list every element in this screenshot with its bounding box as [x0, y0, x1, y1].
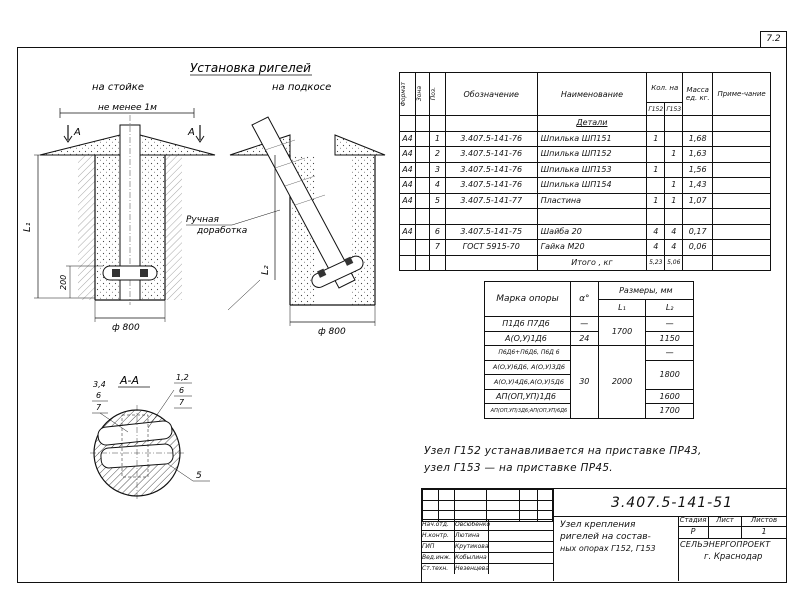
label-diameter-left: ф 800 — [112, 323, 140, 333]
organization-city: г. Краснодар — [704, 552, 763, 562]
title-block-divider — [553, 489, 554, 581]
callout-6-left: 6 — [96, 391, 101, 400]
header-mark: Марка опоры — [484, 281, 571, 317]
label-on-brace: на подкосе — [272, 82, 331, 93]
title-block-grid — [422, 489, 553, 522]
role: Нач.отд. — [422, 520, 455, 530]
sheets-value: 1 — [761, 527, 767, 536]
callout-12: 1,2 — [176, 373, 189, 382]
dimensions-table: Марка опоры α° Размеры, мм L₁ L₂ П1Д6 П7… — [484, 281, 695, 419]
role: ГИП — [422, 542, 455, 552]
callout-5: 5 — [196, 471, 202, 481]
person-name: Овсюбенко — [455, 520, 491, 530]
header-stage: Стадия — [678, 516, 709, 526]
label-on-post: на стойке — [92, 82, 144, 93]
doc-title-3: ных опорах Г152, Г153 — [560, 544, 656, 553]
title-block: Нач.отд. Овсюбенко Н.контр. Лютина ГИП К… — [421, 488, 787, 583]
header-format: Формат — [399, 72, 416, 116]
table-row: П6Д6+П6Д6, П6Д 6 30 2000 — — [484, 345, 694, 419]
callout-7-right: 7 — [179, 398, 185, 407]
person-name: Крутикова — [455, 542, 489, 552]
header-pos: Поз. — [428, 72, 446, 116]
header-qty: Кол. на — [646, 72, 684, 103]
label-200: 200 — [59, 275, 68, 290]
note-line-1: Узел Г152 устанавливается на приставке П… — [424, 445, 702, 457]
person-name: Кобылина — [455, 553, 489, 563]
header-mass: Масса ед. кг. — [682, 72, 714, 116]
note-line-2: узел Г153 — на приставке ПР45. — [424, 462, 613, 474]
dim-min-length: не менее 1м — [98, 103, 157, 113]
table-row: А(О,У)1Д6 24 1150 — [484, 330, 694, 346]
stage-grid: Стадия Лист Листов Р 1 — [678, 516, 786, 539]
header-qty-g153: Г153 — [664, 102, 684, 116]
doc-title-2: ригелей на состав- — [560, 532, 651, 542]
role: Ст.техн. — [422, 564, 455, 574]
section-row: Детали — [399, 115, 771, 132]
person-name: Незенцева — [455, 564, 489, 574]
doc-title-1: Узел крепления — [560, 520, 636, 530]
section-details: Детали — [536, 115, 648, 132]
role: Вед.инж. — [422, 553, 455, 563]
label-l2: L₂ — [260, 265, 271, 275]
header-alpha: α° — [569, 281, 599, 317]
person-name: Лютина — [455, 531, 489, 541]
signature-list: Нач.отд. Овсюбенко Н.контр. Лютина ГИП К… — [422, 519, 553, 574]
callout-34: 3,4 — [93, 380, 106, 389]
header-l1: L₁ — [597, 298, 647, 317]
table-row: АП(ОП,УП)1Д6 1600 — [484, 388, 694, 404]
header-note: Приме-чание — [712, 72, 771, 116]
section-aa-title: А-А — [119, 374, 139, 387]
manual-work-label-2: доработка — [196, 226, 247, 236]
page-number: 7.2 — [760, 31, 787, 47]
role: Н.контр. — [422, 531, 455, 541]
header-name: Наименование — [536, 72, 648, 116]
section-mark-a-right: А — [187, 127, 195, 138]
header-zone: Зона — [414, 72, 430, 116]
header-l2: L₂ — [645, 298, 694, 317]
label-diameter-right: ф 800 — [318, 327, 346, 337]
header-sizes: Размеры, мм — [597, 281, 695, 300]
header-sheet: Лист — [709, 516, 742, 526]
specification-table: Формат Зона Поз. Обозначение Наименовани… — [399, 72, 771, 271]
section-mark-a-left: А — [73, 127, 81, 138]
document-code: 3.407.5-141-51 — [610, 495, 734, 511]
header-designation: Обозначение — [444, 72, 538, 116]
organization-name: СЕЛЬЭНЕРГОПРОЕКТ — [680, 540, 771, 549]
drawing-frame — [17, 47, 787, 583]
table-row: АП(ОП,УП)3Д6;АП(ОП,УП)6Д6 1700 — [484, 403, 694, 419]
label-l1: L₁ — [22, 222, 33, 232]
manual-work-label-1: Ручная — [186, 215, 219, 225]
callout-7-left: 7 — [96, 403, 102, 412]
stage-value: Р — [678, 527, 709, 538]
table-row — [399, 208, 771, 225]
callout-6-right: 6 — [179, 386, 184, 395]
drawing-title: Установка ригелей — [190, 61, 311, 75]
header-qty-g152: Г152 — [646, 102, 666, 116]
header-sheets: Листов — [750, 516, 778, 524]
table-row: П1Д6 П7Д6 — 1700 — — [484, 316, 694, 346]
